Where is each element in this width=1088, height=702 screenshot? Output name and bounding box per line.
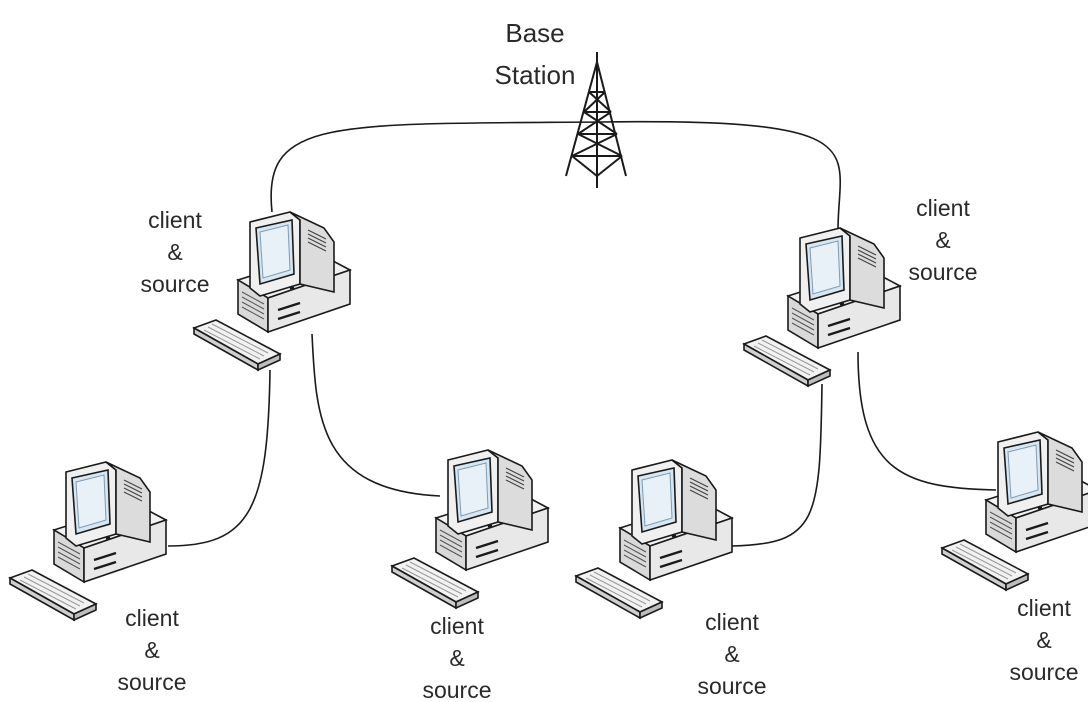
node-label-line2: & xyxy=(1036,627,1052,653)
base-station-label-line2: Station xyxy=(494,60,576,90)
node-label-line3: source xyxy=(422,677,492,702)
node-label-line1: client xyxy=(916,195,970,221)
backbone-link xyxy=(270,120,842,231)
node-label-bottom-center: client & source xyxy=(407,610,507,702)
node-label-line3: source xyxy=(697,673,767,699)
node-label-line1: client xyxy=(1017,595,1071,621)
desktop-computer-icon xyxy=(742,226,902,388)
node-label-line1: client xyxy=(125,605,179,631)
link-right-to-bottom-center-right xyxy=(731,383,823,547)
node-label-line3: source xyxy=(1009,659,1079,685)
node-label-line3: source xyxy=(140,271,210,297)
base-station-label: Base Station xyxy=(470,12,600,96)
node-label-line2: & xyxy=(935,227,951,253)
node-label-bottom-left: client & source xyxy=(102,602,202,698)
connection-lines xyxy=(167,120,997,547)
node-label-bottom-center-right: client & source xyxy=(682,606,782,702)
link-left-to-bottom-center xyxy=(311,333,441,497)
node-label-top-left: client & source xyxy=(125,204,225,300)
node-label-line1: client xyxy=(148,207,202,233)
desktop-computer-icon xyxy=(390,448,550,610)
link-left-to-bottom-left xyxy=(167,369,271,547)
desktop-computer-icon xyxy=(8,460,168,622)
node-label-line2: & xyxy=(144,637,160,663)
node-label-line2: & xyxy=(724,641,740,667)
node-label-line2: & xyxy=(449,645,465,671)
node-label-line3: source xyxy=(117,669,187,695)
base-station-label-line1: Base xyxy=(505,18,565,48)
node-label-line2: & xyxy=(167,239,183,265)
desktop-computer-icon xyxy=(940,430,1088,592)
node-label-line1: client xyxy=(430,613,484,639)
node-label-top-right: client & source xyxy=(893,192,993,288)
node-label-line1: client xyxy=(705,609,759,635)
desktop-computer-icon xyxy=(574,458,734,620)
node-label-bottom-right: client & source xyxy=(1000,592,1088,688)
node-label-line3: source xyxy=(908,259,978,285)
antenna-tower-icon xyxy=(565,52,627,188)
link-right-to-bottom-right xyxy=(857,351,997,491)
